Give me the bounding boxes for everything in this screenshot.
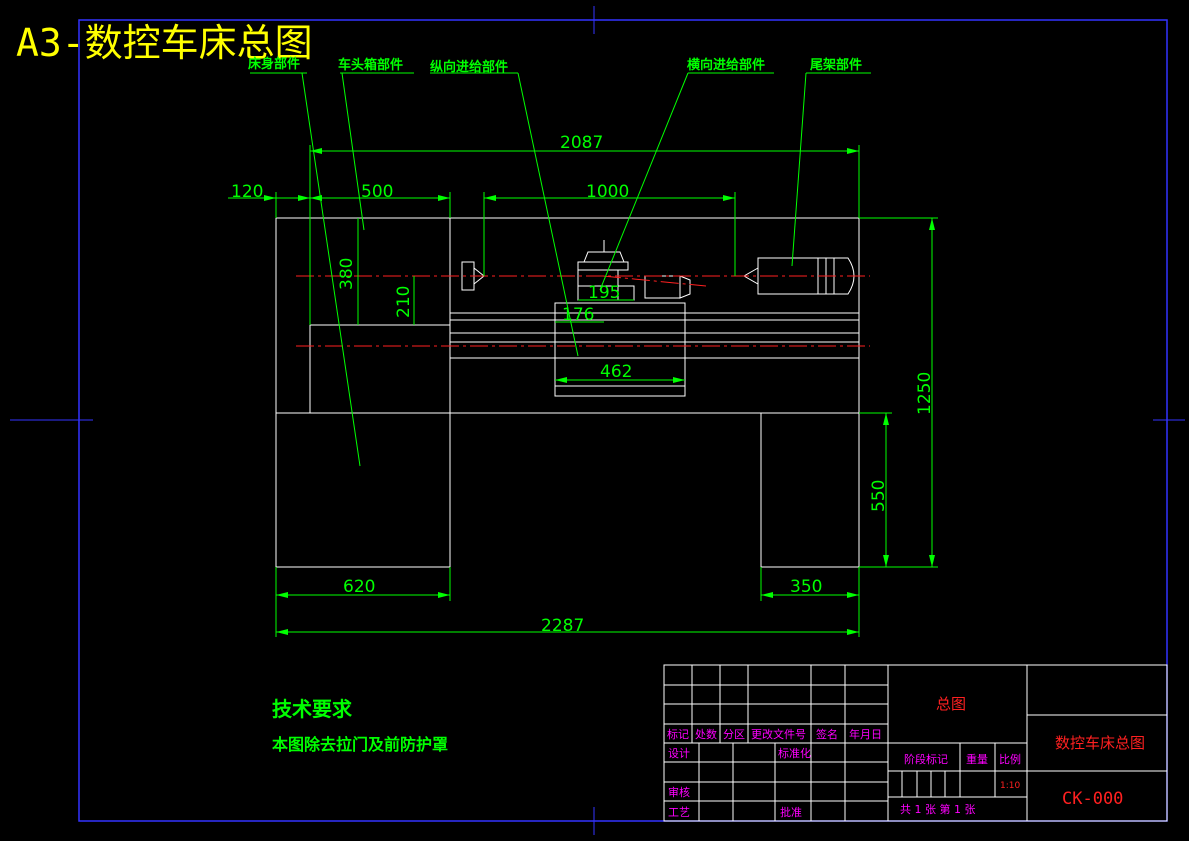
tb-approve: 批准: [780, 805, 802, 819]
tb-process: 工艺: [668, 806, 690, 819]
tb-scale: 比例: [999, 752, 1021, 766]
lathe-outline: [275, 217, 860, 568]
tb-weight: 重量: [966, 752, 988, 766]
dim-380: 380: [337, 258, 357, 290]
dim-1250: 1250: [915, 372, 935, 415]
dimension-arrows: [264, 148, 935, 635]
dim-210: 210: [394, 286, 414, 318]
part-labels: 床身部件 车头箱部件 纵向进给部件 横向进给部件 尾架部件: [248, 56, 862, 75]
tb-product-name: 数控车床总图: [1055, 734, 1145, 752]
tb-drawing-name: 总图: [936, 695, 966, 713]
drawing-title: A3-数控车床总图: [16, 21, 313, 65]
tb-sheet-info: 共 1 张 第 1 张: [900, 802, 975, 816]
tb-scale-value: 1:10: [1000, 781, 1020, 791]
tb-stage-mark: 阶段标记: [904, 752, 948, 766]
dim-195: 195: [588, 283, 620, 303]
carriage: [554, 302, 686, 397]
tb-review: 审核: [668, 785, 690, 799]
dimension-values: 2087 120 500 1000 380 210 195 176 462 12…: [231, 133, 935, 636]
right-leg: [760, 412, 860, 568]
dim-2087: 2087: [560, 133, 603, 153]
dim-462: 462: [600, 362, 632, 382]
dim-620: 620: [343, 577, 375, 597]
headstock-body: [275, 217, 451, 414]
tb-design: 设计: [668, 747, 690, 760]
sheet-frame: [10, 6, 1185, 835]
tb-header-count: 处数: [695, 728, 717, 741]
tb-header-mark: 标记: [667, 727, 689, 741]
tb-header-change-doc: 更改文件号: [751, 727, 806, 741]
dim-120: 120: [231, 182, 263, 202]
left-leg: [275, 412, 451, 568]
tb-header-date: 年月日: [849, 727, 882, 741]
tb-standardization: 标准化: [778, 746, 811, 760]
technical-notes: 技术要求 本图除去拉门及前防护罩: [272, 697, 448, 754]
tb-header-signature: 签名: [816, 727, 838, 741]
notes-heading: 技术要求: [272, 697, 353, 721]
notes-text: 本图除去拉门及前防护罩: [272, 735, 448, 754]
tb-drawing-number: CK-000: [1062, 789, 1123, 809]
title-block: 标记 处数 分区 更改文件号 签名 年月日 设计 标准化 审核 工艺 批准 阶段…: [663, 664, 1168, 822]
dim-176: 176: [562, 305, 594, 325]
center-lines: [296, 275, 870, 347]
tb-header-zone: 分区: [723, 728, 745, 741]
dim-350: 350: [790, 577, 822, 597]
label-cross-feed: 横向进给部件: [687, 57, 765, 73]
dim-550: 550: [869, 480, 889, 512]
label-headstock: 车头箱部件: [338, 57, 403, 73]
dim-500: 500: [361, 182, 393, 202]
label-tailstock: 尾架部件: [810, 57, 862, 73]
dim-1000: 1000: [586, 182, 629, 202]
label-bed: 床身部件: [248, 56, 300, 72]
dimension-lines: [228, 72, 938, 637]
label-longitudinal-feed: 纵向进给部件: [430, 59, 508, 75]
tool-post: [577, 261, 629, 271]
dim-2287: 2287: [541, 616, 584, 636]
